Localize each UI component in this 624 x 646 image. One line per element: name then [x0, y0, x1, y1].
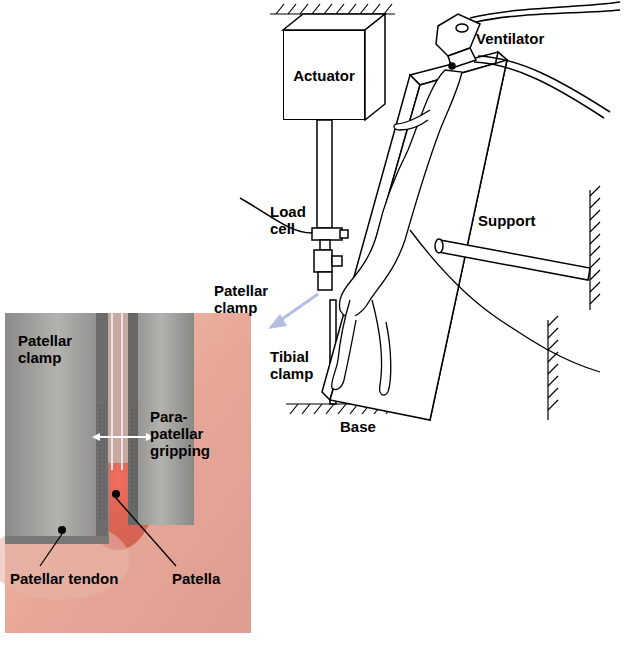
part-label: Ventilator [476, 30, 586, 47]
ventilator [436, 2, 620, 118]
patellar-clamp [314, 240, 342, 290]
part-label: Patellar tendon [10, 570, 150, 587]
part-label: Tibial clamp [270, 348, 328, 382]
part-label: Load cell [270, 203, 312, 237]
photo-inset [0, 313, 251, 633]
part-label: Base [340, 418, 400, 435]
part-label: Patellar clamp [214, 282, 292, 316]
rat-figure [332, 70, 600, 395]
part-label: Patellar clamp [18, 332, 96, 366]
support-rod [435, 239, 590, 280]
actuator-rod [317, 120, 332, 228]
actuator-box [283, 14, 385, 120]
box-label: Actuator [293, 67, 355, 84]
part-label: Patella [172, 570, 242, 587]
wall-hatch [548, 186, 600, 420]
actuator-box: Actuator [283, 30, 365, 120]
pointer-arrow [268, 294, 318, 329]
ground-hatch [270, 4, 395, 14]
part-label: Support [478, 212, 578, 229]
part-label: Para- patellar gripping [150, 408, 222, 459]
load-cell [240, 198, 348, 240]
